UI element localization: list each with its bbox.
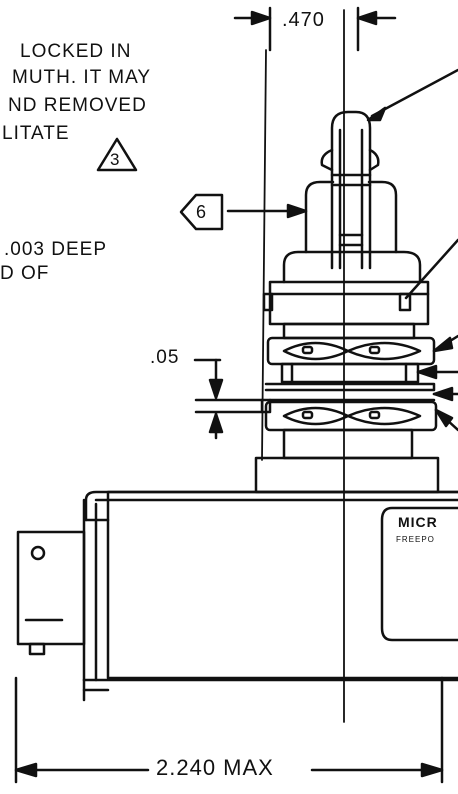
thin-plates bbox=[260, 382, 458, 414]
leader-6 bbox=[226, 203, 308, 219]
main-body bbox=[82, 490, 458, 702]
dim-overall-width: 2.240 MAX bbox=[156, 755, 274, 780]
collar bbox=[262, 280, 430, 326]
middle-section bbox=[280, 362, 458, 384]
note-top-line-2: MUTH. IT MAY bbox=[12, 67, 152, 88]
note-top-line-4: LITATE bbox=[2, 123, 70, 144]
top-stem bbox=[320, 110, 380, 270]
note-top-line-1: LOCKED IN bbox=[20, 41, 132, 62]
neck-block bbox=[254, 456, 440, 494]
label-plate-brand: MICR bbox=[398, 514, 438, 530]
dim-top-width: .470 bbox=[282, 9, 325, 31]
gap-dimension bbox=[193, 358, 264, 440]
callout-triangle-3 bbox=[96, 137, 138, 172]
note-top-line-3: ND REMOVED bbox=[8, 95, 147, 116]
note-mid-line-2: D OF bbox=[0, 263, 50, 284]
callout-3-label: 3 bbox=[110, 150, 121, 169]
upper-disc bbox=[266, 322, 458, 366]
top-dimension-lines bbox=[233, 6, 397, 52]
dim-gap: .05 bbox=[150, 347, 180, 368]
callout-6-label: 6 bbox=[196, 202, 208, 222]
cap-housing bbox=[282, 180, 422, 284]
lower-disc bbox=[264, 400, 458, 460]
side-connector bbox=[16, 530, 86, 656]
extension-line-left bbox=[261, 49, 267, 461]
label-plate-city: FREEPO bbox=[396, 535, 435, 544]
overall-dimension bbox=[14, 676, 444, 784]
note-mid-line-1: .003 DEEP bbox=[4, 239, 107, 260]
callout-triangle-6 bbox=[179, 193, 224, 231]
label-plate bbox=[380, 506, 458, 642]
leader-top-right bbox=[366, 68, 458, 122]
leader-collar bbox=[404, 238, 458, 300]
